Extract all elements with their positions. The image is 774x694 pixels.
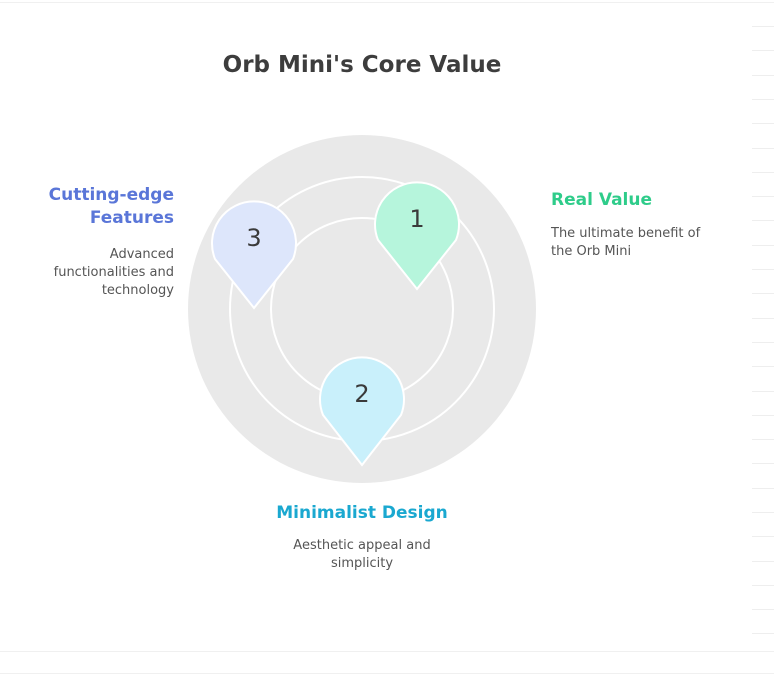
edge-tick: [752, 318, 774, 319]
edge-tick: [752, 50, 774, 51]
marker-1: 1: [374, 181, 460, 291]
edge-tick: [752, 439, 774, 440]
marker-3-number: 3: [246, 224, 261, 252]
edge-tick: [752, 609, 774, 610]
edge-tick: [752, 293, 774, 294]
marker-1-number: 1: [409, 205, 424, 233]
edge-tick: [752, 561, 774, 562]
edge-tick: [752, 196, 774, 197]
edge-tick: [752, 148, 774, 149]
edge-tick: [752, 512, 774, 513]
edge-tick: [752, 99, 774, 100]
edge-tick: [752, 245, 774, 246]
edge-tick: [752, 488, 774, 489]
edge-tick: [752, 123, 774, 124]
edge-tick: [752, 633, 774, 634]
page-title: Orb Mini's Core Value: [222, 52, 502, 78]
edge-tick: [752, 463, 774, 464]
edge-tick: [752, 75, 774, 76]
top-border-line: [0, 2, 774, 3]
marker-3: 3: [211, 200, 297, 310]
real-value-label: Real Value: [551, 190, 652, 210]
cutting-edge-features-description: Advanced functionalities and technology: [53, 247, 174, 298]
edge-tick: [752, 366, 774, 367]
edge-tick: [752, 536, 774, 537]
real-value-description: The ultimate benefit of the Orb Mini: [551, 226, 701, 259]
edge-tick: [752, 220, 774, 221]
edge-tick: [752, 391, 774, 392]
minimalist-design-label: Minimalist Design: [276, 503, 448, 523]
bottom-border-line-2: [0, 673, 774, 674]
edge-tick: [752, 585, 774, 586]
edge-tick: [752, 415, 774, 416]
bottom-border-line: [0, 651, 774, 652]
edge-tick: [752, 26, 774, 27]
cutting-edge-features-label: Cutting-edge Features: [48, 185, 174, 228]
edge-tick: [752, 342, 774, 343]
edge-tick: [752, 172, 774, 173]
edge-tick: [752, 269, 774, 270]
minimalist-design-description: Aesthetic appeal and simplicity: [293, 538, 431, 571]
marker-2: 2: [319, 356, 405, 467]
marker-2-number: 2: [354, 380, 369, 408]
